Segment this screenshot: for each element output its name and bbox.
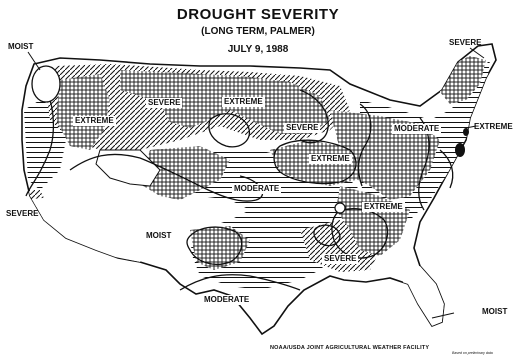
moist-zone-southwest [24,196,150,262]
label-extreme-nw: EXTREME [73,116,116,126]
label-moist-nw: MOIST [8,42,34,51]
label-severe-ne: SEVERE [449,38,482,47]
moist-circle-small [334,202,346,214]
label-moist-sw: MOIST [146,231,172,240]
label-extreme-central: EXTREME [309,154,352,164]
moist-zone-florida [400,266,444,326]
label-moderate-south: MODERATE [202,295,252,305]
extreme-zone-plains [140,146,230,200]
extreme-east-leader [465,125,477,129]
label-moderate-central: MODERATE [232,184,282,194]
label-extreme-east: EXTREME [474,122,513,131]
label-extreme-north: EXTREME [222,97,265,107]
footer-fine-print: Based on preliminary data [452,351,493,355]
moist-fl-leader [431,312,455,319]
label-extreme-se: EXTREME [362,202,405,212]
map-title: DROUGHT SEVERITY [176,6,340,23]
moist-nw-circle [31,65,61,103]
label-severe-west: SEVERE [6,209,39,218]
label-severe-central: SEVERE [284,123,321,133]
footer-credit: NOAA/USDA JOINT AGRICULTURAL WEATHER FAC… [270,345,430,351]
dark-spot-east [455,143,465,157]
severe-ne-leader [469,47,485,59]
map-subtitle: (LONG TERM, PALMER) [201,26,315,37]
extreme-zone-west [56,74,110,150]
label-severe-north: SEVERE [146,98,183,108]
label-moist-florida: MOIST [482,307,508,316]
label-severe-south: SEVERE [322,254,359,264]
dark-spot-east-2 [463,128,469,136]
moist-nw-leader [27,51,41,71]
map-date: JULY 9, 1988 [227,44,289,55]
label-moderate-east: MODERATE [392,124,442,134]
